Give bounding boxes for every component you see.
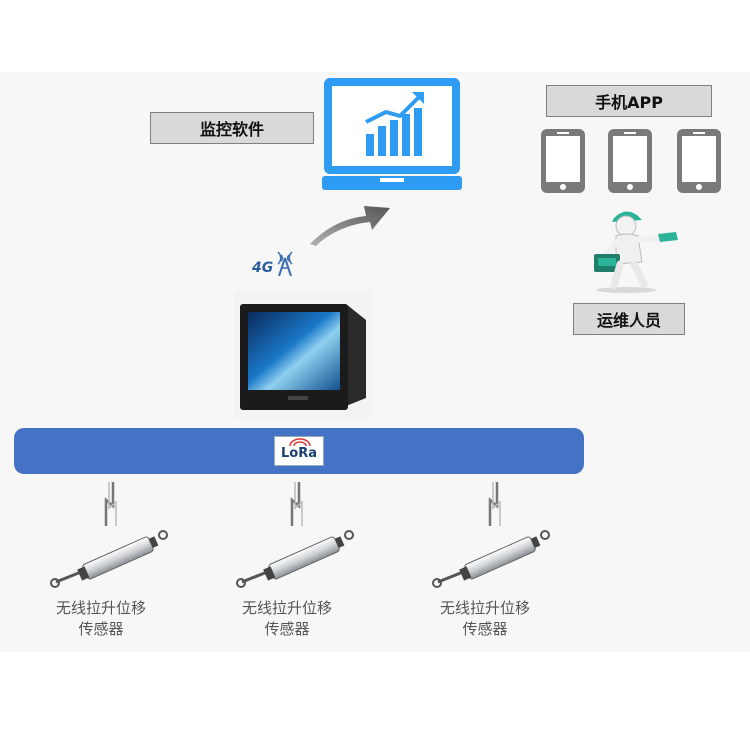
maintenance-worker-icon: [594, 211, 678, 293]
displacement-sensor-icon: [50, 530, 168, 588]
smartphone-icon: [608, 129, 652, 193]
sensor-caption-line1: 无线拉升位移: [241, 599, 332, 617]
bidirectional-signal-icon: [488, 482, 501, 526]
displacement-sensor-icon: [432, 530, 550, 588]
sensor-caption: 无线拉升位移 传感器: [216, 598, 358, 640]
touchscreen-gateway-icon: [234, 290, 372, 418]
mobile-app-label: 手机APP: [546, 85, 712, 117]
sensor-caption-line2: 传感器: [78, 620, 124, 638]
4g-antenna-icon: 4G: [252, 240, 300, 280]
monitor-chart-icon: [322, 78, 462, 190]
upload-arrow-icon: [310, 206, 390, 246]
smartphone-icon: [541, 129, 585, 193]
staff-label: 运维人员: [573, 303, 685, 335]
lora-badge: LoRa: [274, 436, 324, 466]
bidirectional-signal-icon: [290, 482, 303, 526]
bidirectional-signal-icon: [104, 482, 117, 526]
lora-label: LoRa: [281, 446, 317, 461]
displacement-sensor-icon: [236, 530, 354, 588]
smartphone-icon: [677, 129, 721, 193]
network-label: 4G: [252, 260, 274, 276]
sensor-caption: 无线拉升位移 传感器: [414, 598, 556, 640]
sensor-caption-line1: 无线拉升位移: [439, 599, 530, 617]
sensor-caption-line2: 传感器: [462, 620, 508, 638]
sensor-caption-line1: 无线拉升位移: [55, 599, 146, 617]
software-label: 监控软件: [150, 112, 314, 144]
sensor-caption: 无线拉升位移 传感器: [30, 598, 172, 640]
sensor-caption-line2: 传感器: [264, 620, 310, 638]
